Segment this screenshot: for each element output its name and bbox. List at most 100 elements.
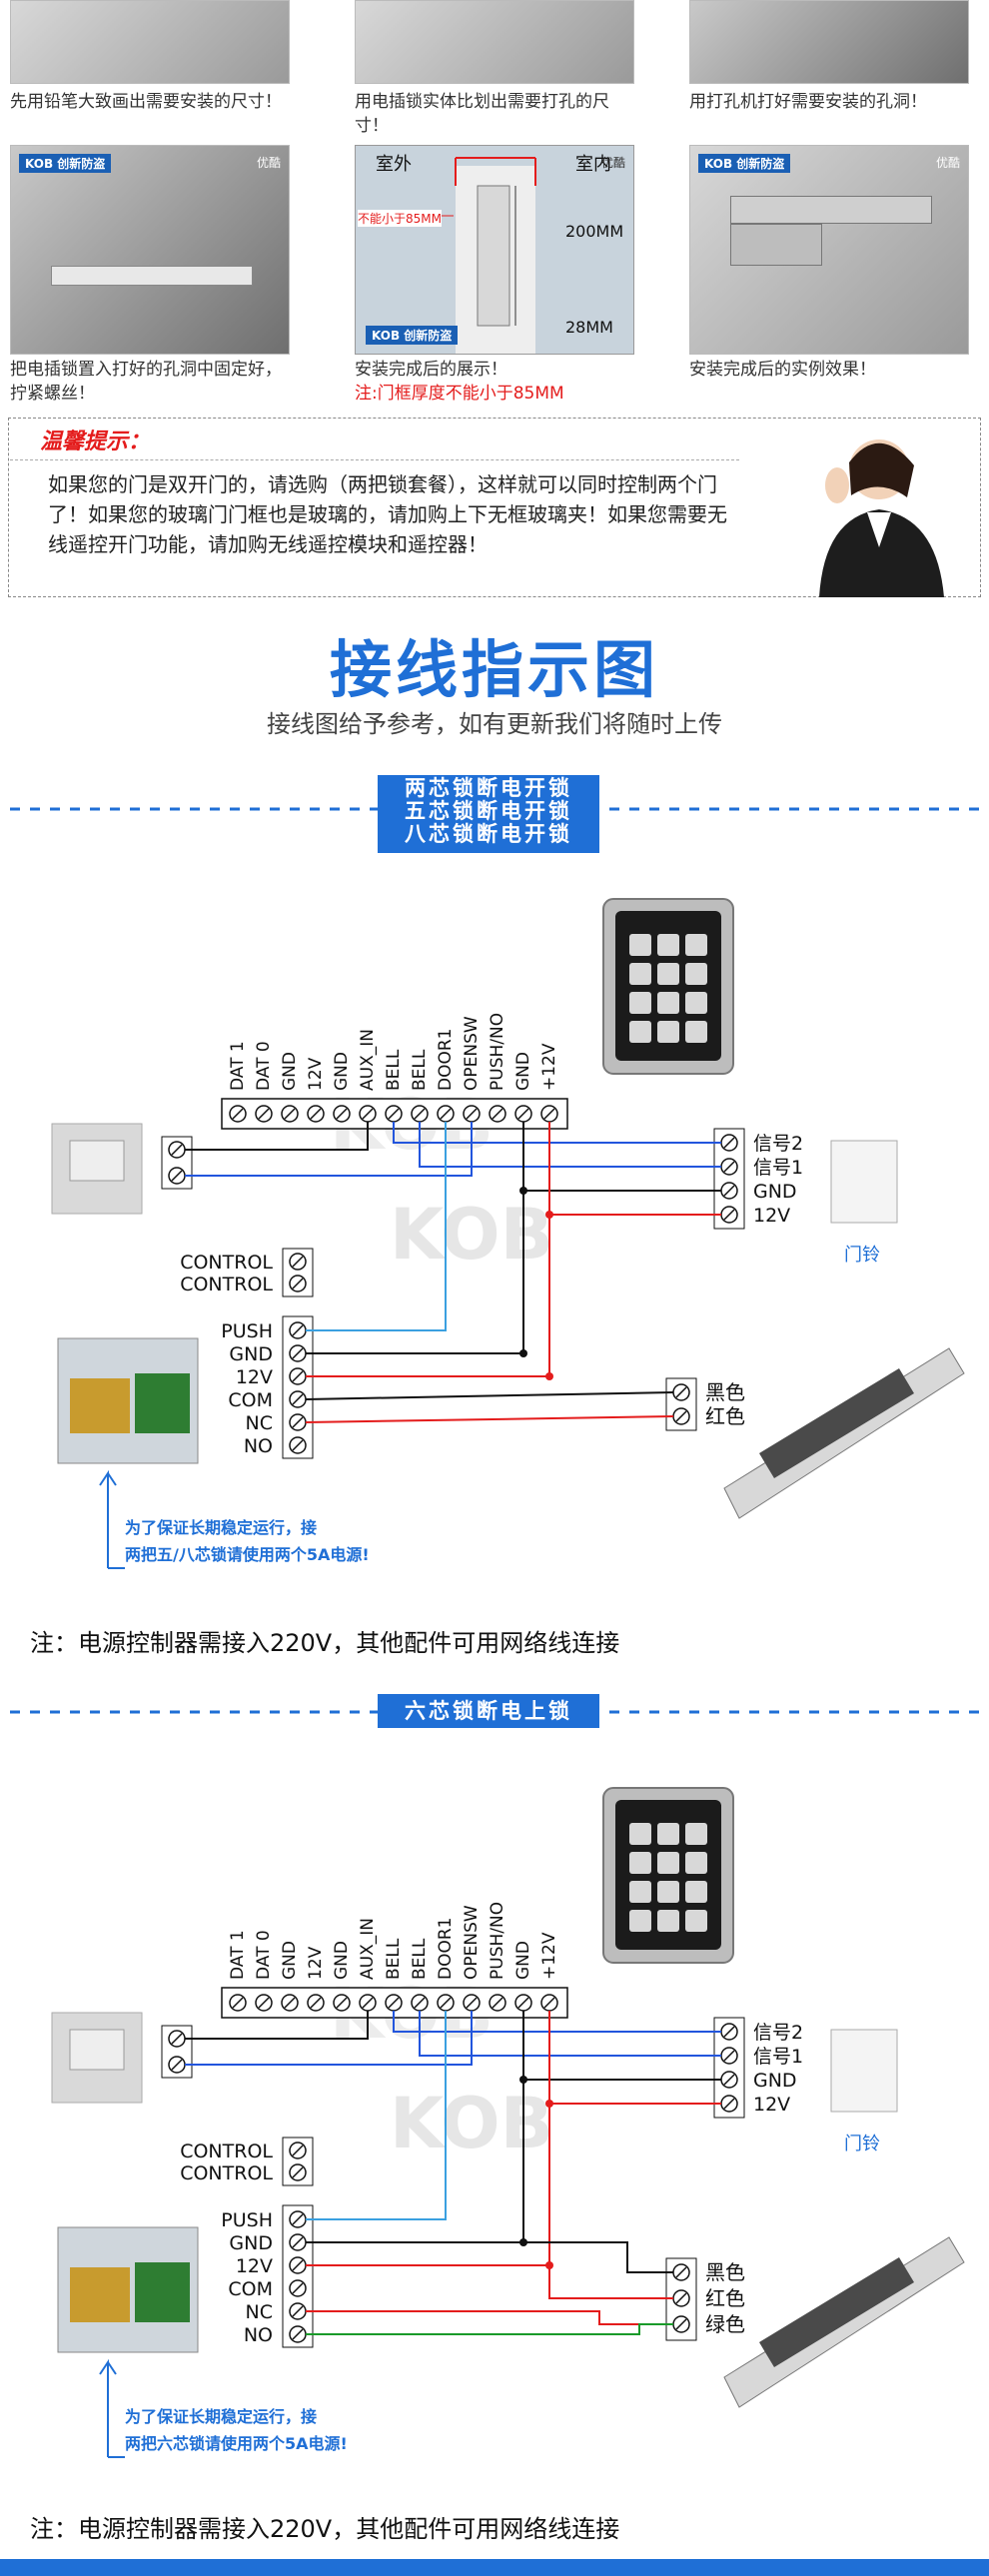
screw-slot [310,1997,322,2009]
door-bell [830,2029,898,2113]
power-terminal-label: GND [229,1343,273,1365]
keypad-key [657,1823,679,1845]
screw-slot [675,2292,687,2304]
section-title: 接线指示图 [329,633,659,706]
controller-terminal-label: OPENSW [462,1905,482,1980]
controller-terminal-label: PUSH/NO [488,1902,507,1980]
tip-title: 温馨提示： [40,429,151,454]
step-photo-5: 室外 室内 不能小于85MM 200MM 28MM KOB 创新防盗 优酷 [355,145,634,355]
bell-terminal-label: 信号2 [753,2022,803,2044]
screw-slot [362,1997,374,2009]
screw-slot [284,1997,296,2009]
controller-terminal-label: DAT 1 [228,1041,248,1091]
wire-lock-green [306,2323,673,2335]
tip-text: 如果您的门是双开门的，请选购（两把锁套餐），这样就可以同时控制两个门了！如果您的… [48,472,727,556]
screw-slot [466,1997,478,2009]
step-caption-5-warning: 注:门框厚度不能小于85MM [355,384,564,404]
screw-slot [675,2266,687,2278]
watermark-text: KOB [390,2083,553,2164]
screw-slot [543,1108,555,1120]
power-terminal-block-main [282,1315,314,1459]
lock-body [759,2257,914,2367]
step-photo-3 [689,0,969,84]
controller-terminal-label: 12V [306,1946,326,1980]
psu-note-line-1: 为了保证长期稳定运行，接 [125,2407,317,2426]
keypad-key [685,1881,707,1903]
power-terminal-label: PUSH [221,2209,273,2231]
power-terminal-label: NC [246,2301,273,2323]
keypad-key [657,1852,679,1874]
step-photo-6: KOB 创新防盗 优酷 [689,145,969,355]
keypad-key [657,963,679,985]
bell-terminal-label: 12V [753,1205,790,1227]
watermark-logo: KOB 创新防盗 [366,326,459,345]
exit-button-face [69,1140,125,1182]
lock-wire-label: 红色 [705,2286,745,2310]
screw-slot [310,1108,322,1120]
screw-slot [171,1144,183,1156]
diagram1-banner: 两芯锁断电开锁 五芯锁断电开锁 八芯锁断电开锁 [378,775,599,853]
door-bell-label: 门铃 [844,2134,880,2154]
screw-slot [723,1209,735,1221]
lock-body [759,1368,914,1478]
wire-exit-opensw [185,1122,473,1177]
screw-slot [675,1386,687,1398]
keypad-key [629,934,651,956]
wire-bell-gnd [522,1122,721,1192]
screw-slot [517,1997,529,2009]
step-caption-1: 先用铅笔大致画出需要安装的尺寸！ [10,92,282,112]
screw-slot [171,1170,183,1182]
screw-slot [723,1185,735,1197]
lock-wire-label: 红色 [705,1404,745,1428]
note-arrow [99,1469,117,1568]
keypad-key [629,1852,651,1874]
wire-bell-12v [548,2011,721,2105]
bell-terminal-label: 信号1 [753,2046,803,2068]
keypad-key [629,1823,651,1845]
screw-slot [440,1997,452,2009]
wire-bell-gnd [522,2011,721,2081]
screw-slot [284,1108,296,1120]
controller-terminal-label: DAT 0 [254,1041,274,1091]
banner-line-1: 六芯锁断电上锁 [405,1699,572,1723]
screw-slot [492,1108,503,1120]
controller-terminal-label: 12V [306,1057,326,1091]
power-terminal-label: NO [244,1435,273,1457]
keypad-key [685,1823,707,1845]
wire-lock-black [523,2241,673,2273]
lock-wire-label: 绿色 [705,2312,745,2336]
controller-terminal-label: DOOR1 [436,1029,456,1091]
screw-slot [258,1108,270,1120]
bell-terminal-label: 信号1 [753,1157,803,1179]
footer-bar [0,2559,989,2576]
power-terminal-label: 12V [236,1366,273,1388]
keypad-key [629,1021,651,1043]
power-terminal-label: 12V [236,2255,273,2277]
step-photo-4: KOB 创新防盗 优酷 [10,145,290,355]
power-terminal-label: NC [246,1412,273,1434]
controller-terminal-label: BELL [384,1049,404,1091]
screw-slot [232,1108,244,1120]
controller-terminal-label: GND [332,1941,352,1980]
wire-junction [519,1349,527,1357]
screw-slot [292,2213,304,2225]
screw-slot [336,1997,348,2009]
watermark-right: 优酷 [935,156,960,170]
step-caption-5: 安装完成后的展示！ [355,360,507,380]
power-terminal-label: COM [228,1389,273,1411]
diagram2-banner: 六芯锁断电上锁 [378,1694,599,1728]
wire-exit-opensw [185,2011,473,2066]
screw-slot [292,2145,304,2156]
keypad-key [629,1910,651,1932]
section-subtitle: 接线图给予参考，如有更新我们将随时上传 [267,710,722,738]
controller-terminal-label: PUSH/NO [488,1013,507,1091]
wire-push [306,1122,447,1331]
keypad-key [629,963,651,985]
label-200mm: 200MM [565,222,624,241]
screw-slot [171,2059,183,2071]
tip-divider [10,459,739,460]
install-dimension-diagram [356,146,633,354]
wire-junction [545,2261,553,2269]
